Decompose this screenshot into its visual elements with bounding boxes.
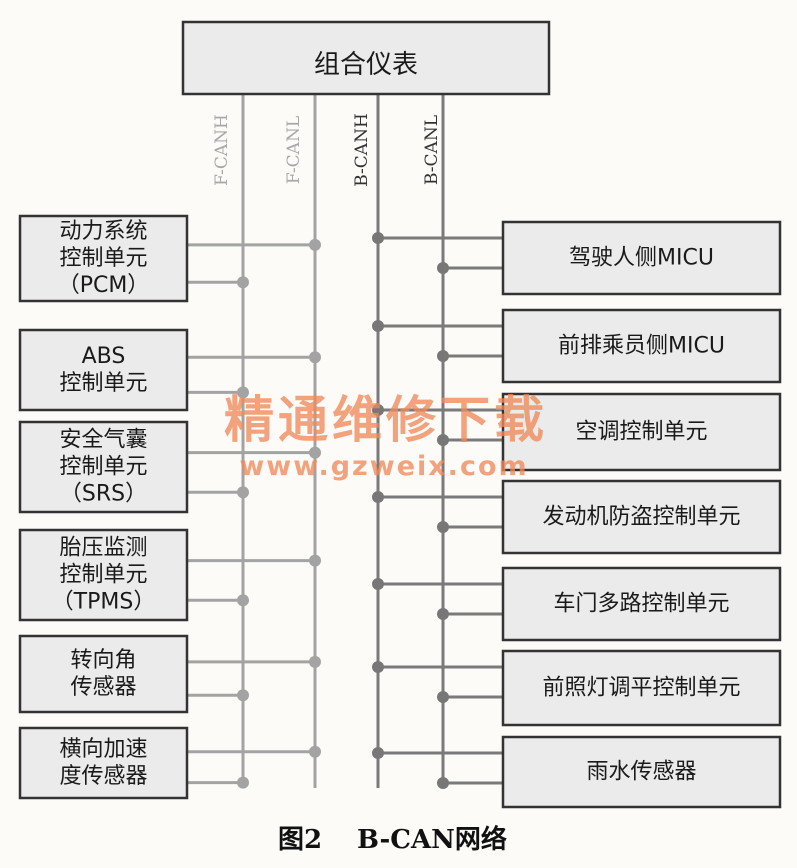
left-unit-box [18, 528, 189, 622]
right-unit-label: 前照灯调平控制单元 [542, 676, 740, 701]
bus-label-b-canl: B-CANL [422, 115, 442, 185]
instrument-cluster-rect [181, 20, 551, 96]
junction-dot [372, 747, 384, 759]
watermark-url: www.gzweix.com [239, 451, 528, 482]
junction-dot [437, 777, 449, 789]
junction-dot [237, 689, 249, 702]
bus-labels: F-CANH F-CANL B-CANH B-CANL [212, 113, 442, 187]
left-unit-label: ABS [82, 344, 126, 369]
left-unit-box [18, 420, 189, 514]
junction-dot [237, 486, 249, 499]
left-unit-box [18, 634, 189, 714]
junction-dot [237, 276, 249, 289]
right-unit-box [501, 649, 782, 727]
junction-dot [237, 776, 249, 789]
left-unit-box [18, 328, 189, 412]
left-unit-label: 胎压监测 [59, 536, 147, 561]
right-unit-box [501, 566, 782, 642]
junction-dot [437, 608, 449, 620]
left-unit-label: 传感器 [70, 675, 136, 700]
bus-label-f-canh: F-CANH [212, 114, 232, 186]
right-unit-label: 驾驶人侧MICU [569, 246, 714, 271]
junction-dot [309, 446, 321, 459]
left-unit-box [18, 214, 189, 303]
junction-dot [372, 491, 384, 503]
instrument-cluster-box: 组合仪表 [181, 20, 551, 96]
junction-dot [372, 404, 384, 416]
left-unit-label: 控制单元 [59, 371, 147, 396]
figure-caption: 图2 B-CAN网络 [278, 824, 507, 855]
junction-dot [437, 434, 449, 446]
left-unit-label: 控制单元 [59, 246, 147, 271]
left-unit-label: （TPMS） [52, 590, 156, 615]
junction-dot [309, 351, 321, 364]
junction-dot [372, 232, 384, 244]
left-unit-label: 安全气囊 [59, 428, 147, 453]
junction-dots [237, 232, 449, 789]
left-unit-label: 度传感器 [59, 764, 147, 789]
right-unit-box [501, 220, 782, 296]
junction-dot [309, 554, 321, 567]
right-unit-box [501, 735, 782, 809]
left-unit-label: 转向角 [70, 648, 136, 673]
right-units: 驾驶人侧MICU 前排乘员侧MICU 空调控制单元发动机防盗控制单元车门多路控制单元… [501, 220, 782, 809]
left-unit-label: 控制单元 [59, 455, 147, 480]
left-unit-label: （SRS） [60, 482, 147, 507]
bus-label-f-canl: F-CANL [284, 116, 304, 184]
junction-dot [237, 594, 249, 607]
junction-dot [237, 386, 249, 399]
right-unit-label: 发动机防盗控制单元 [542, 505, 740, 530]
figure-title: B-CAN网络 [357, 824, 507, 855]
junction-dot [309, 655, 321, 668]
figure-number: 图2 [278, 825, 322, 855]
watermark: 精通维修下载 www.gzweix.com [224, 391, 548, 482]
left-units: 动力系统控制单元（PCM）ABS控制单元安全气囊控制单元（SRS）胎压监测控制单… [18, 214, 189, 800]
junction-dot [372, 320, 384, 332]
left-unit-label: 动力系统 [59, 219, 147, 244]
right-unit-label: 前排乘员侧MICU [558, 334, 725, 359]
right-unit-box [501, 392, 782, 472]
left-unit-label: 控制单元 [59, 563, 147, 588]
right-unit-label: 车门多路控制单元 [553, 592, 729, 617]
right-unit-label: 空调控制单元 [575, 420, 707, 445]
junction-dot [309, 745, 321, 758]
left-unit-box [18, 726, 189, 800]
left-unit-label: （PCM） [58, 273, 150, 298]
right-unit-label: 雨水传感器 [586, 760, 696, 785]
junction-dot [437, 262, 449, 274]
junction-dot [309, 238, 321, 251]
junction-dot [437, 691, 449, 703]
instrument-cluster-label: 组合仪表 [314, 50, 418, 80]
junction-dot [437, 521, 449, 533]
right-unit-box [501, 479, 782, 555]
junction-dot [372, 661, 384, 673]
right-unit-box [501, 308, 782, 384]
junction-dot [437, 350, 449, 362]
bus-wires [187, 94, 503, 788]
watermark-title: 精通维修下载 [224, 391, 548, 449]
left-unit-label: 横向加速 [59, 737, 147, 762]
junction-dot [372, 578, 384, 590]
bus-label-b-canh: B-CANH [352, 113, 372, 187]
